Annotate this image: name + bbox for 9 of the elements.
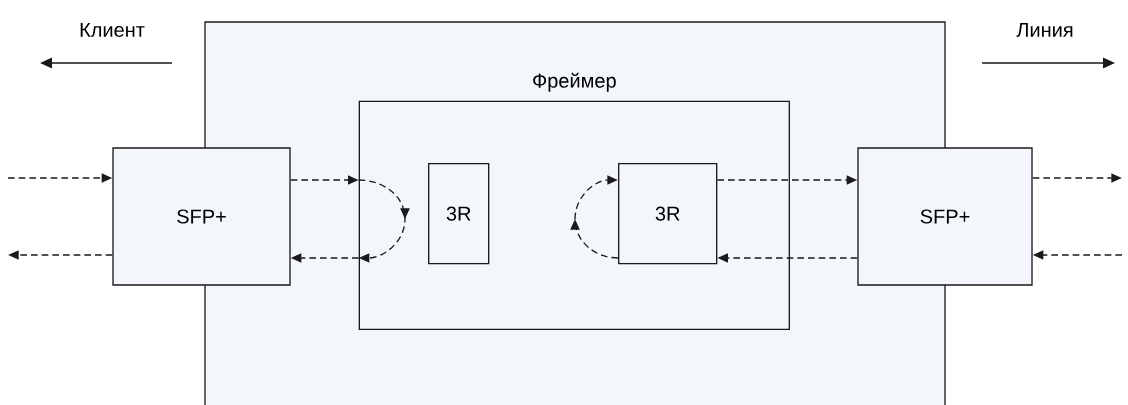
sfp-box: SFP+ — [857, 147, 1033, 286]
direction-label: Клиент — [80, 23, 145, 37]
direction-label: Линия — [1016, 23, 1073, 37]
node-label: Фреймер — [533, 72, 616, 92]
sfp-box: SFP+ — [112, 147, 291, 286]
regenerator-box: 3R — [618, 163, 718, 265]
loop-arrow — [570, 175, 619, 259]
regenerator-box: 3R — [428, 163, 490, 265]
loop-arrow — [358, 179, 410, 263]
